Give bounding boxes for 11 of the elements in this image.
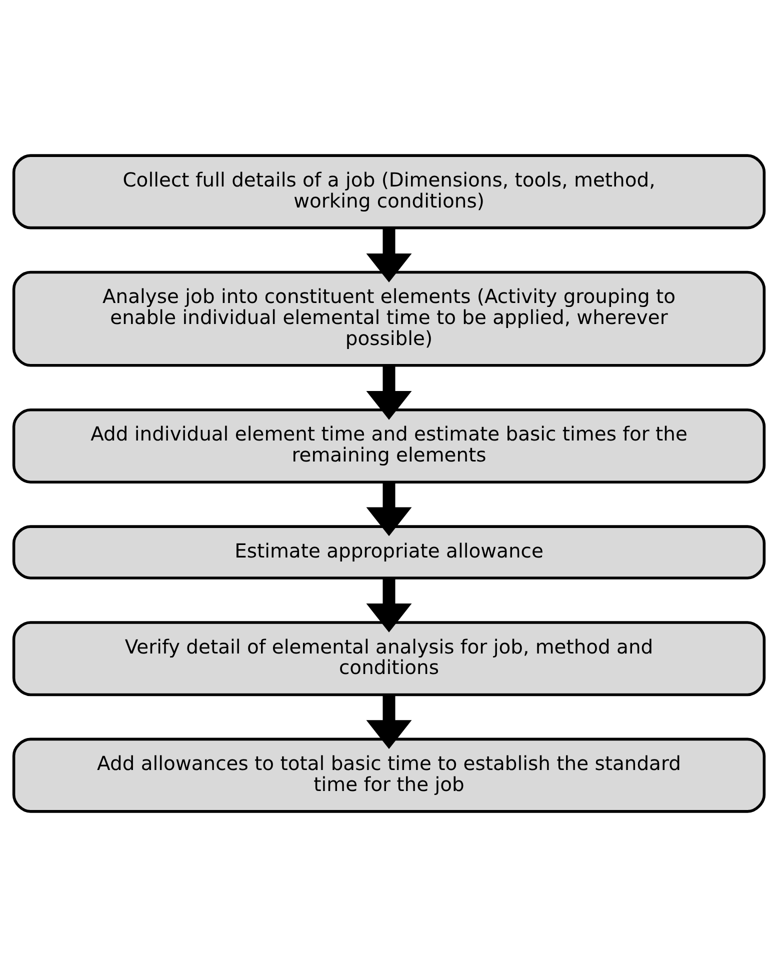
arrow bbox=[366, 482, 412, 536]
node-box: Estimate appropriate allowance bbox=[12, 525, 766, 580]
node-box: Collect full details of a job (Dimensions, tools, method, working conditions) bbox=[12, 154, 766, 230]
arrow bbox=[366, 694, 412, 750]
arrow bbox=[366, 228, 412, 282]
arrow bbox=[366, 365, 412, 420]
node-box: Add individual element time and estimate basic times for the remaining elements bbox=[12, 408, 766, 484]
node-box: Analyse job into constituent elements (Activity grouping to enable individual elemental time to be applied, wherever possible) bbox=[12, 270, 766, 367]
arrow bbox=[366, 578, 412, 632]
node-box: Add allowances to total basic time to establish the standard time for the job bbox=[12, 738, 766, 813]
node-box: Verify detail of elemental analysis for job, method and conditions bbox=[12, 621, 766, 696]
